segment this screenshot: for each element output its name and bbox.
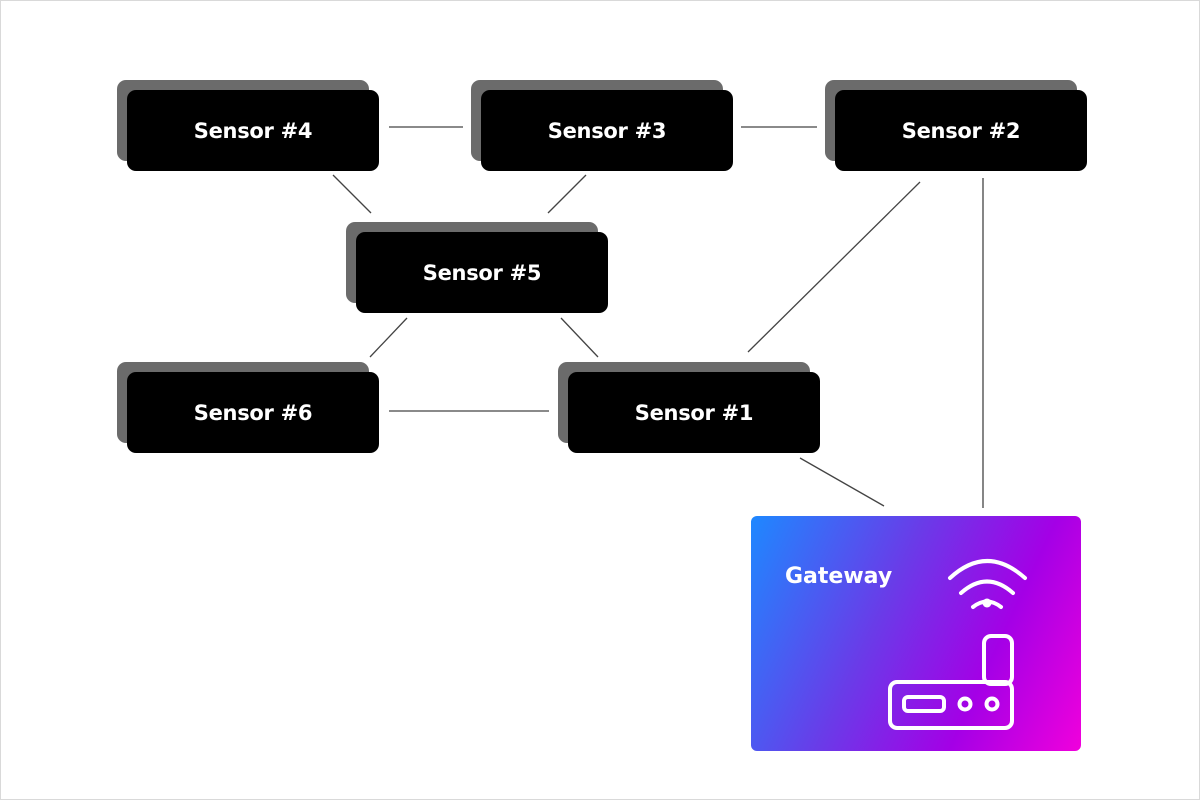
node-label: Sensor #3 (481, 90, 733, 171)
gateway-label: Gateway (785, 564, 893, 589)
edge-s4-s5 (332, 174, 372, 214)
node-sensor-1[interactable]: Sensor #1 (558, 362, 820, 453)
node-label: Sensor #5 (356, 232, 608, 313)
node-label: Sensor #1 (568, 372, 820, 453)
node-sensor-3[interactable]: Sensor #3 (471, 80, 733, 171)
edge-s5-s1 (560, 317, 599, 358)
edge-s3-s5 (547, 174, 587, 214)
wifi-router-icon (888, 559, 1027, 730)
node-gateway[interactable]: Gateway (751, 516, 1081, 751)
node-sensor-2[interactable]: Sensor #2 (825, 80, 1087, 171)
edge-s2-s1 (747, 181, 921, 353)
node-label: Sensor #4 (127, 90, 379, 171)
edge-s5-s6 (369, 317, 408, 358)
node-label: Sensor #6 (127, 372, 379, 453)
node-sensor-5[interactable]: Sensor #5 (346, 222, 608, 313)
edge-s1-gateway (799, 457, 885, 507)
node-label: Sensor #2 (835, 90, 1087, 171)
node-sensor-4[interactable]: Sensor #4 (117, 80, 379, 171)
node-sensor-6[interactable]: Sensor #6 (117, 362, 379, 453)
